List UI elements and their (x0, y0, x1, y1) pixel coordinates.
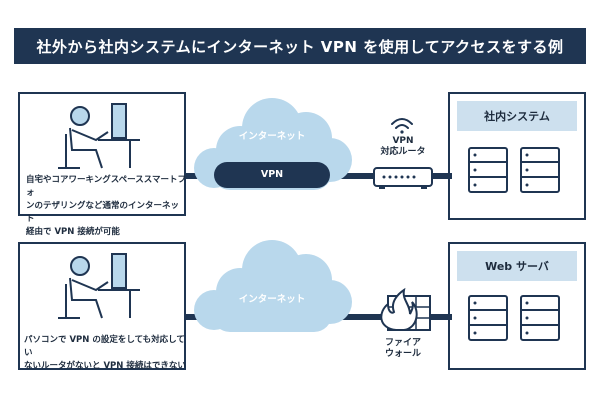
vpn-tunnel (214, 162, 330, 188)
diagram-title: 社外から社内システムにインターネット VPN を使用してアクセスをする例 (14, 28, 586, 64)
internal-system-label: 社内システム (457, 101, 577, 131)
router-label-line: 対応ルータ (380, 147, 426, 157)
top-caption-line: 自宅やコアワーキングスペーススマートフォ (26, 175, 186, 198)
person-at-desk-icon-top (58, 103, 140, 169)
server-rack-icon-top-1 (468, 147, 508, 193)
top-caption-line: ンのテザリングなど通常のインターネット (26, 201, 180, 224)
internet-cloud-icon-bottom (194, 240, 352, 332)
firewall-label-line: ファイア (384, 338, 421, 348)
internet-label-bottom: インターネット (238, 294, 306, 305)
web-server-label: Web サーバ (457, 251, 577, 281)
top-caption-line: 経由で VPN 接続が可能 (26, 227, 120, 237)
bottom-caption: パソコンで VPN の設定をしても対応してい ないルータがないと VPN 接続は… (24, 334, 186, 373)
remote-user-box-bottom (18, 242, 186, 370)
remote-user-box-top (18, 92, 186, 216)
router-label-line: VPN (392, 136, 414, 146)
top-caption: 自宅やコアワーキングスペーススマートフォ ンのテザリングなど通常のインターネット… (26, 174, 186, 239)
server-rack-icon-bottom-2 (520, 295, 560, 341)
vpn-label: VPN (260, 169, 284, 180)
router-label: VPN 対応ルータ (372, 136, 434, 158)
bottom-caption-line: ないルータがないと VPN 接続はできない (24, 361, 186, 371)
wifi-icon (391, 118, 413, 134)
firewall-label-line: ウォール (384, 349, 421, 359)
firewall-icon (380, 287, 431, 331)
vpn-router-icon (373, 167, 433, 189)
firewall-label: ファイア ウォール (372, 338, 434, 360)
server-rack-icon-bottom-1 (468, 295, 508, 341)
person-at-desk-icon-bottom (58, 253, 140, 319)
bottom-caption-line: パソコンで VPN の設定をしても対応してい (24, 335, 185, 358)
server-rack-icon-top-2 (520, 147, 560, 193)
internet-label-top: インターネット (238, 131, 306, 142)
